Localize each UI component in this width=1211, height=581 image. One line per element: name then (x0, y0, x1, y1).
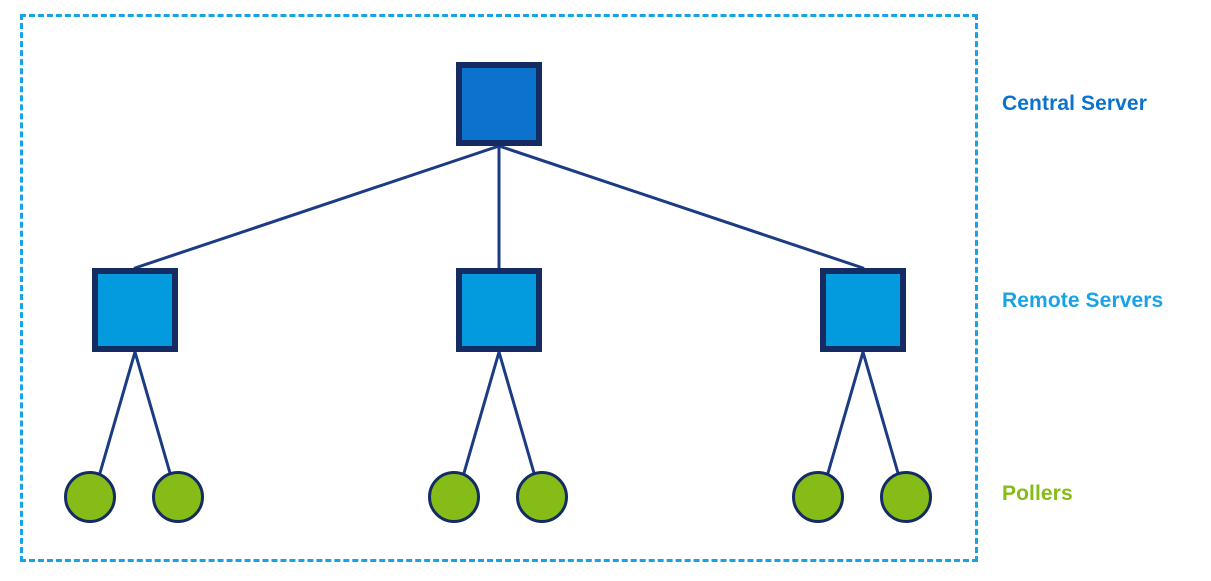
poller-3[interactable] (428, 471, 480, 523)
poller-2[interactable] (152, 471, 204, 523)
poller-1[interactable] (64, 471, 116, 523)
tier-label-central-server: Central Server (1002, 92, 1147, 115)
remote-server-1[interactable] (92, 268, 178, 352)
poller-5[interactable] (792, 471, 844, 523)
central-server[interactable] (456, 62, 542, 146)
tier-label-pollers: Pollers (1002, 482, 1073, 505)
poller-6[interactable] (880, 471, 932, 523)
remote-server-2[interactable] (456, 268, 542, 352)
diagram-boundary (20, 14, 978, 562)
poller-4[interactable] (516, 471, 568, 523)
tier-label-remote-servers: Remote Servers (1002, 289, 1164, 312)
remote-server-3[interactable] (820, 268, 906, 352)
